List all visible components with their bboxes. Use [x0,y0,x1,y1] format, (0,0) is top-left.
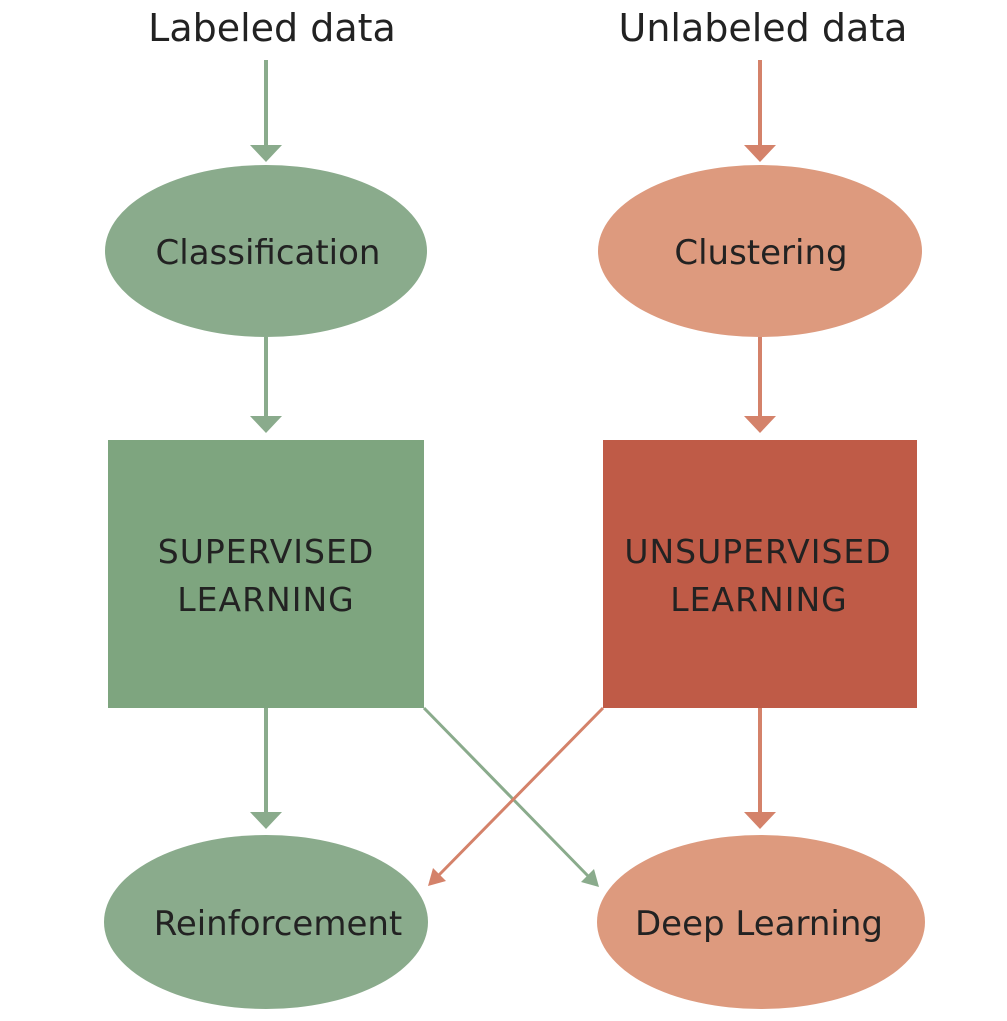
arrow-supervised-to-reinforcement [250,708,282,829]
unlabeled-data-label: Unlabeled data [619,6,908,50]
supervised-learning-box [108,440,424,708]
deep-learning-node [597,835,925,1009]
classification-node [105,165,427,337]
unsupervised-learning-box [603,440,917,708]
reinforcement-node [104,835,428,1009]
arrow-labeled-to-classification [250,60,282,162]
arrow-unsupervised-to-reinforcement [428,706,605,886]
clustering-node [598,165,922,337]
unsupervised-learning-label-line1: UNSUPERVISED [624,532,891,571]
arrow-unsupervised-to-deep-learning [744,708,776,829]
classification-label: Classification [156,233,381,273]
clustering-label: Clustering [674,233,847,273]
arrow-classification-to-supervised [250,337,282,433]
labeled-data-label: Labeled data [148,6,396,50]
reinforcement-label: Reinforcement [154,904,403,944]
arrow-supervised-to-deep-learning [422,706,599,887]
arrow-clustering-to-unsupervised [744,337,776,433]
supervised-learning-label-line1: SUPERVISED [158,532,375,571]
deep-learning-label: Deep Learning [635,904,883,944]
unsupervised-learning-label-line2: LEARNING [670,580,847,619]
arrow-unlabeled-to-clustering [744,60,776,162]
supervised-learning-label-line2: LEARNING [177,580,354,619]
